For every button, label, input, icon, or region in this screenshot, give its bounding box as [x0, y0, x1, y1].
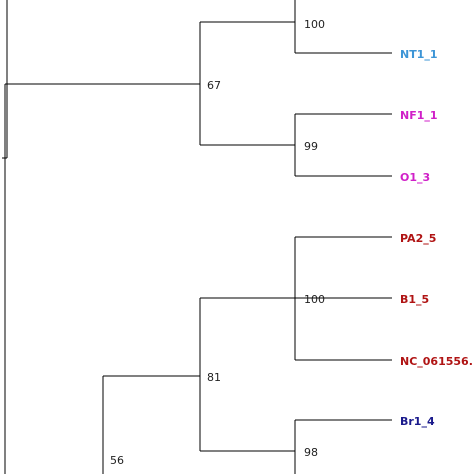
bootstrap-label: 67	[207, 79, 221, 92]
tip-label-o1-3: O1_3	[400, 171, 430, 184]
bootstrap-label: 81	[207, 371, 221, 384]
bootstrap-label: 100	[304, 293, 325, 306]
tip-labels: NT1_1 NF1_1 O1_3 PA2_5 B1_5 NC_061556.1 …	[400, 48, 474, 428]
tree-branches	[2, 0, 392, 474]
bootstrap-label: 56	[110, 454, 124, 467]
tip-label-nt1-1: NT1_1	[400, 48, 438, 61]
bootstrap-label: 98	[304, 446, 318, 459]
tip-label-b1-5: B1_5	[400, 293, 429, 306]
tip-label-br1-4: Br1_4	[400, 415, 435, 428]
bootstrap-label: 100	[304, 18, 325, 31]
tip-label-nf1-1: NF1_1	[400, 109, 438, 122]
bootstrap-label: 99	[304, 140, 318, 153]
tip-label-pa2-5: PA2_5	[400, 232, 436, 245]
bootstrap-values: 100 67 99 100 81 98 56	[110, 18, 325, 467]
tip-label-nc-061556: NC_061556.1	[400, 355, 474, 368]
